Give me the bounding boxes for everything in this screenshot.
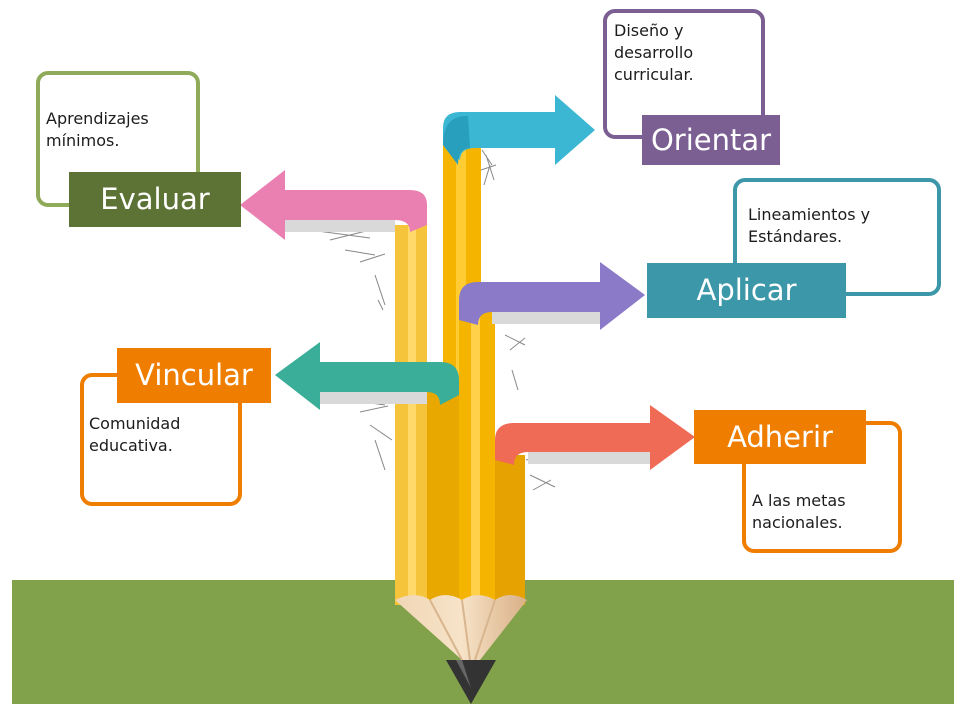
label-adherir: Adherir [694,410,866,464]
arrow-evaluar [240,170,427,240]
label-vincular: Vincular [117,348,271,403]
pencil-bundle [395,145,525,605]
card-orientar-text: Diseño y desarrollo curricular. [614,21,694,84]
card-vincular-text: Comunidad educativa. [89,414,181,455]
card-aplicar-text: Lineamientos y Estándares. [748,205,871,246]
arrow-vincular [275,342,459,410]
arrow-adherir [495,405,695,470]
label-aplicar: Aplicar [647,263,846,318]
label-orientar: Orientar [642,115,780,165]
pencil-tip [395,595,527,704]
arrow-aplicar [459,262,645,330]
card-evaluar-text: Aprendizajes mínimos. [46,109,149,150]
label-evaluar: Evaluar [69,172,241,227]
card-adherir-text: A las metas nacionales. [752,491,846,532]
arrow-orientar [443,95,595,165]
